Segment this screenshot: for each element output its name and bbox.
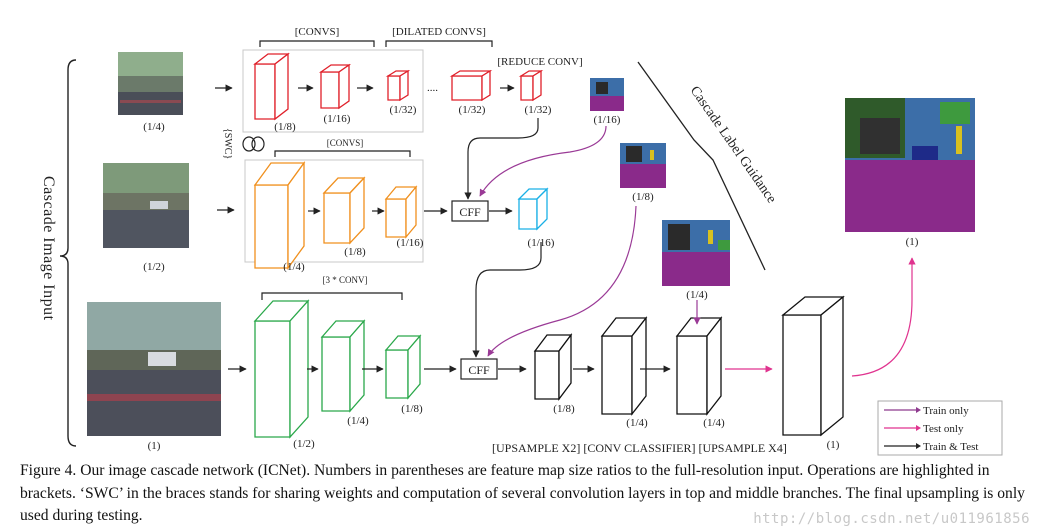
up-cube-a-ratio: (1/8) [553,403,575,415]
r1-cube-d [449,69,493,102]
legend-arrowhead [916,407,921,413]
input-image-half [103,163,189,248]
mid-branch-frame [244,159,424,263]
swc-label: {SWC} [222,128,233,159]
r1-cube-b-ratio: (1/16) [324,113,351,125]
label-guidance-2 [487,205,637,357]
cff1-to-cff2 [472,242,542,358]
r2-cube-b [322,176,366,245]
ellipsis: .... [427,82,438,94]
r2-cube-b-ratio: (1/8) [344,246,366,258]
legend-arrowhead [916,443,921,449]
label-ratio-b: (1/8) [632,191,654,203]
up-cube-a [533,333,573,401]
r1-cube-d-ratio: (1/32) [459,104,486,116]
cff-box-2 [460,358,498,380]
label-guidance-1 [479,125,607,197]
output-ratio: (1) [906,236,919,248]
r3-cube-c [384,334,422,400]
input-image-quarter [118,52,183,115]
up-cube-c [675,316,723,416]
swc-loop [242,136,256,152]
up-cube-c-ratio: (1/4) [703,417,725,429]
up-cube-final [781,295,845,437]
r3-cube-c-ratio: (1/8) [401,403,423,415]
bottom-ops-label: [UPSAMPLE X2] [CONV CLASSIFIER] [UPSAMPL… [492,441,787,455]
r2-cube-a-ratio: (1/4) [283,261,305,273]
reduce-conv-label: [REDUCE CONV] [497,56,582,68]
img-ratio-top: (1/4) [143,121,165,133]
r1-cube-c-ratio: (1/32) [390,104,417,116]
up-cube-b-ratio: (1/4) [626,417,648,429]
legend-arrowhead [916,425,921,431]
three-conv-label: [3 * CONV] [323,275,368,285]
three-conv-brace [261,292,403,300]
r2-cube-c [384,185,418,239]
dilated-convs-label: [DILATED CONVS] [392,26,486,38]
top-branch-frame [242,49,424,133]
img-ratio-bot: (1) [148,440,161,452]
output-test-arrow [851,257,916,377]
r3-cube-a [253,299,310,439]
r3-cube-b-ratio: (1/4) [347,415,369,427]
convs-mid-brace [274,150,411,157]
r1-cube-a-ratio: (1/8) [274,121,296,133]
label-guidance-bracket [637,61,766,271]
r1-cube-e-ratio: (1/32) [525,104,552,116]
cff-label-2: CFF [468,363,490,377]
r1-cube-c [385,69,411,102]
r2-cube-a [253,161,306,270]
label-image-eighth [620,143,666,188]
input-image-full [87,302,221,436]
cascade-label-guidance-text: Cascade Label Guidance [687,84,779,207]
figure-caption: Figure 4. Our image cascade network (ICN… [20,462,1025,524]
watermark: http://blog.csdn.net/u011961856 [753,511,1030,527]
feature-map-cubes: (1/8) (1/16) (1/32) (1/32) (1/32) (1/4) (1/8) (… [253,52,845,451]
r2-cube-c-ratio: (1/16) [397,237,424,249]
label-ratio-c: (1/4) [686,289,708,301]
reduce-to-cff1 [464,118,539,200]
output-segmentation [845,98,975,232]
r1-cube-b [318,63,352,110]
cff-label-1: CFF [459,205,481,219]
up-cube-b [600,316,648,416]
up-cube-final-ratio: (1) [827,439,840,451]
cff-box-1 [451,200,489,222]
r3-cube-a-ratio: (1/2) [293,438,315,450]
r1-cube-e [518,69,544,102]
legend-label: Train & Test [923,441,978,453]
dilated-convs-brace [385,40,493,47]
label-image-sixteenth [590,78,624,111]
input-brace [59,59,77,447]
convs-mid-label: [CONVS] [327,138,364,148]
convs-top-label: [CONVS] [295,26,340,38]
r1-cube-a [253,52,290,121]
r3-cube-b [320,319,366,413]
cff1-cube [517,187,549,231]
swc-loop [251,136,265,152]
img-ratio-mid: (1/2) [143,261,165,273]
convs-top-brace [259,40,375,47]
legend-label: Test only [923,423,964,435]
label-image-quarter [662,220,730,286]
cascade-image-input-label: Cascade Image Input [40,176,57,321]
label-ratio-a: (1/16) [594,114,621,126]
legend-label: Train only [923,405,969,417]
